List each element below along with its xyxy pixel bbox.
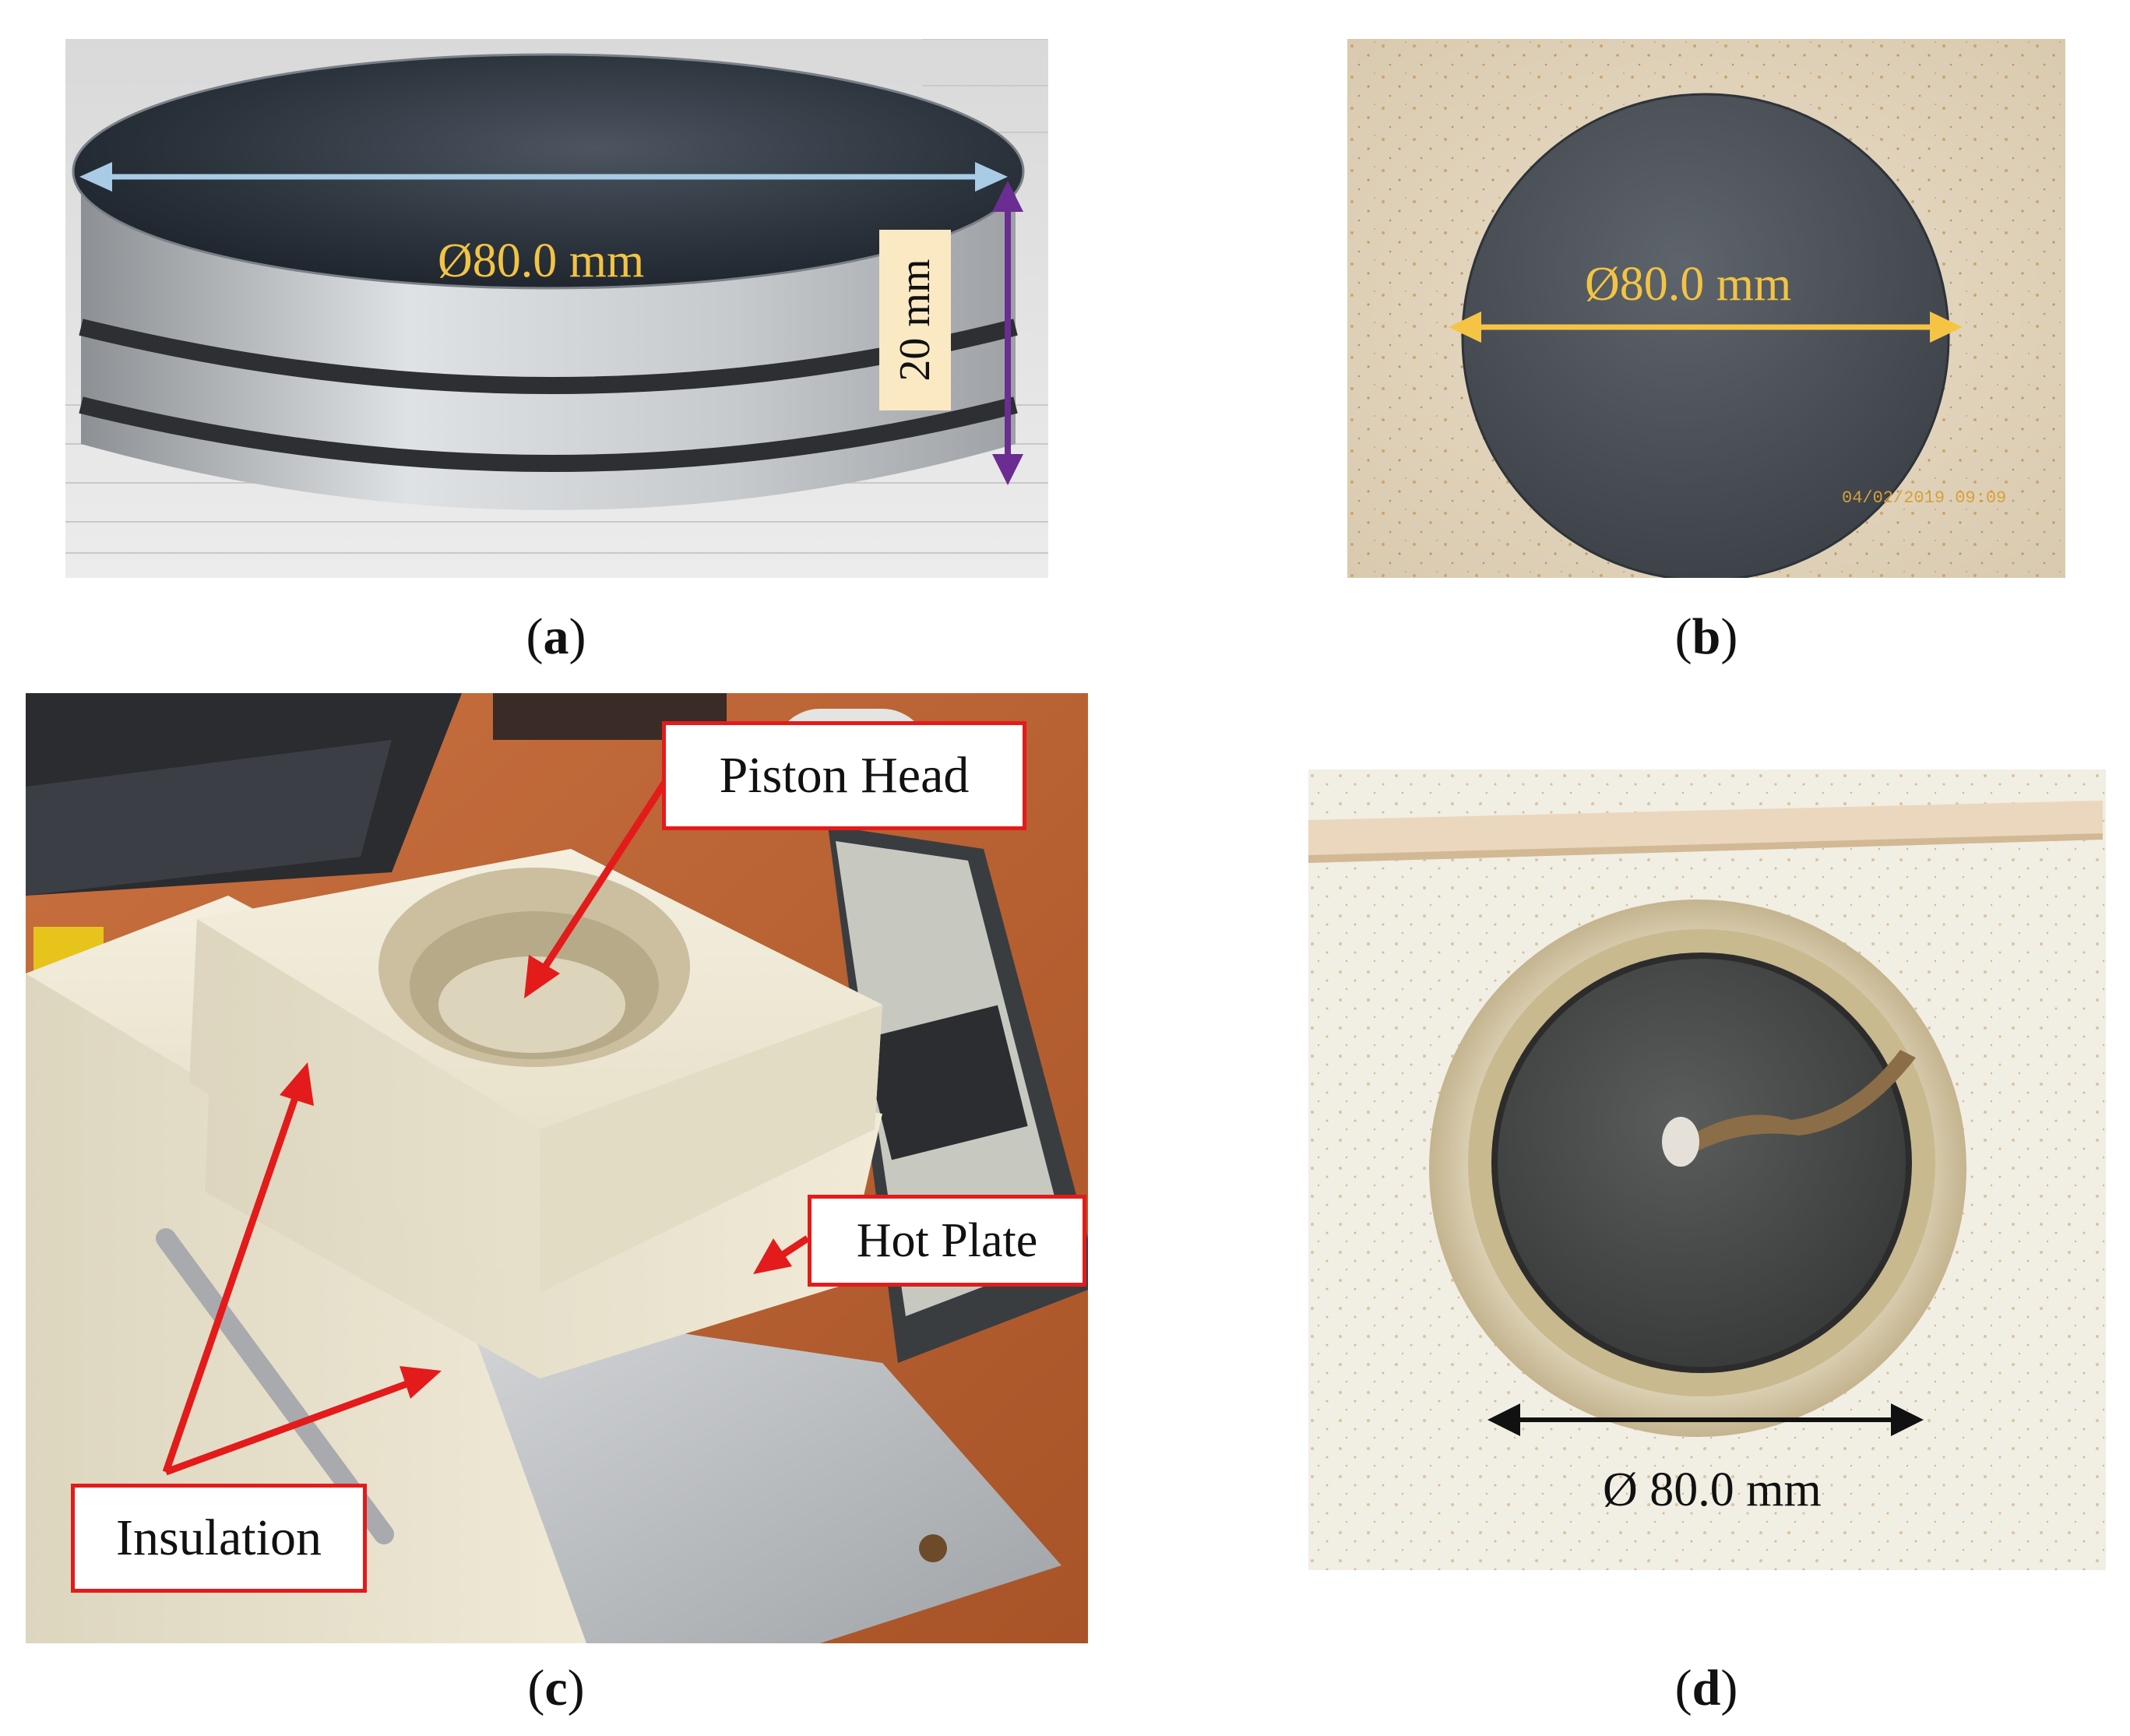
callout-arrows <box>162 769 810 1476</box>
panel-d-caption: (d) <box>1674 1660 1738 1717</box>
panel-b-caption: (b) <box>1674 608 1738 665</box>
installed-disc-top-view-image <box>1308 769 2106 1570</box>
panel-d-photo: Ø 80.0 mm <box>1308 769 2106 1570</box>
panel-a-photo: Ø80.0 mm 20 mm <box>65 39 1048 578</box>
callout-insulation: Insulation <box>71 1484 367 1593</box>
callout-hot-plate: Hot Plate <box>808 1195 1086 1287</box>
panel-c-photo: Piston Head Hot Plate Insulation <box>26 693 1088 1643</box>
panel-c-caption: (c) <box>527 1660 585 1717</box>
thickness-label-box <box>879 230 951 410</box>
thickness-arrow <box>992 181 1023 485</box>
callout-piston-head: Piston Head <box>662 721 1026 830</box>
panel-b-timestamp: 04/02/2019 09:09 <box>1842 488 2007 508</box>
panel-b-photo: Ø80.0 mm 04/02/2019 09:09 <box>1347 39 2065 578</box>
diameter-arrow <box>79 162 1008 192</box>
panel-a-diameter-label: Ø80.0 mm <box>438 234 645 287</box>
panel-a-caption: (a) <box>526 608 586 665</box>
coated-disc-top-view-image <box>1347 39 2065 578</box>
aluminum-disc-stack-image <box>65 39 1048 578</box>
panel-b-diameter-label: Ø80.0 mm <box>1585 258 1792 311</box>
panel-d-diameter-label: Ø 80.0 mm <box>1603 1463 1822 1516</box>
